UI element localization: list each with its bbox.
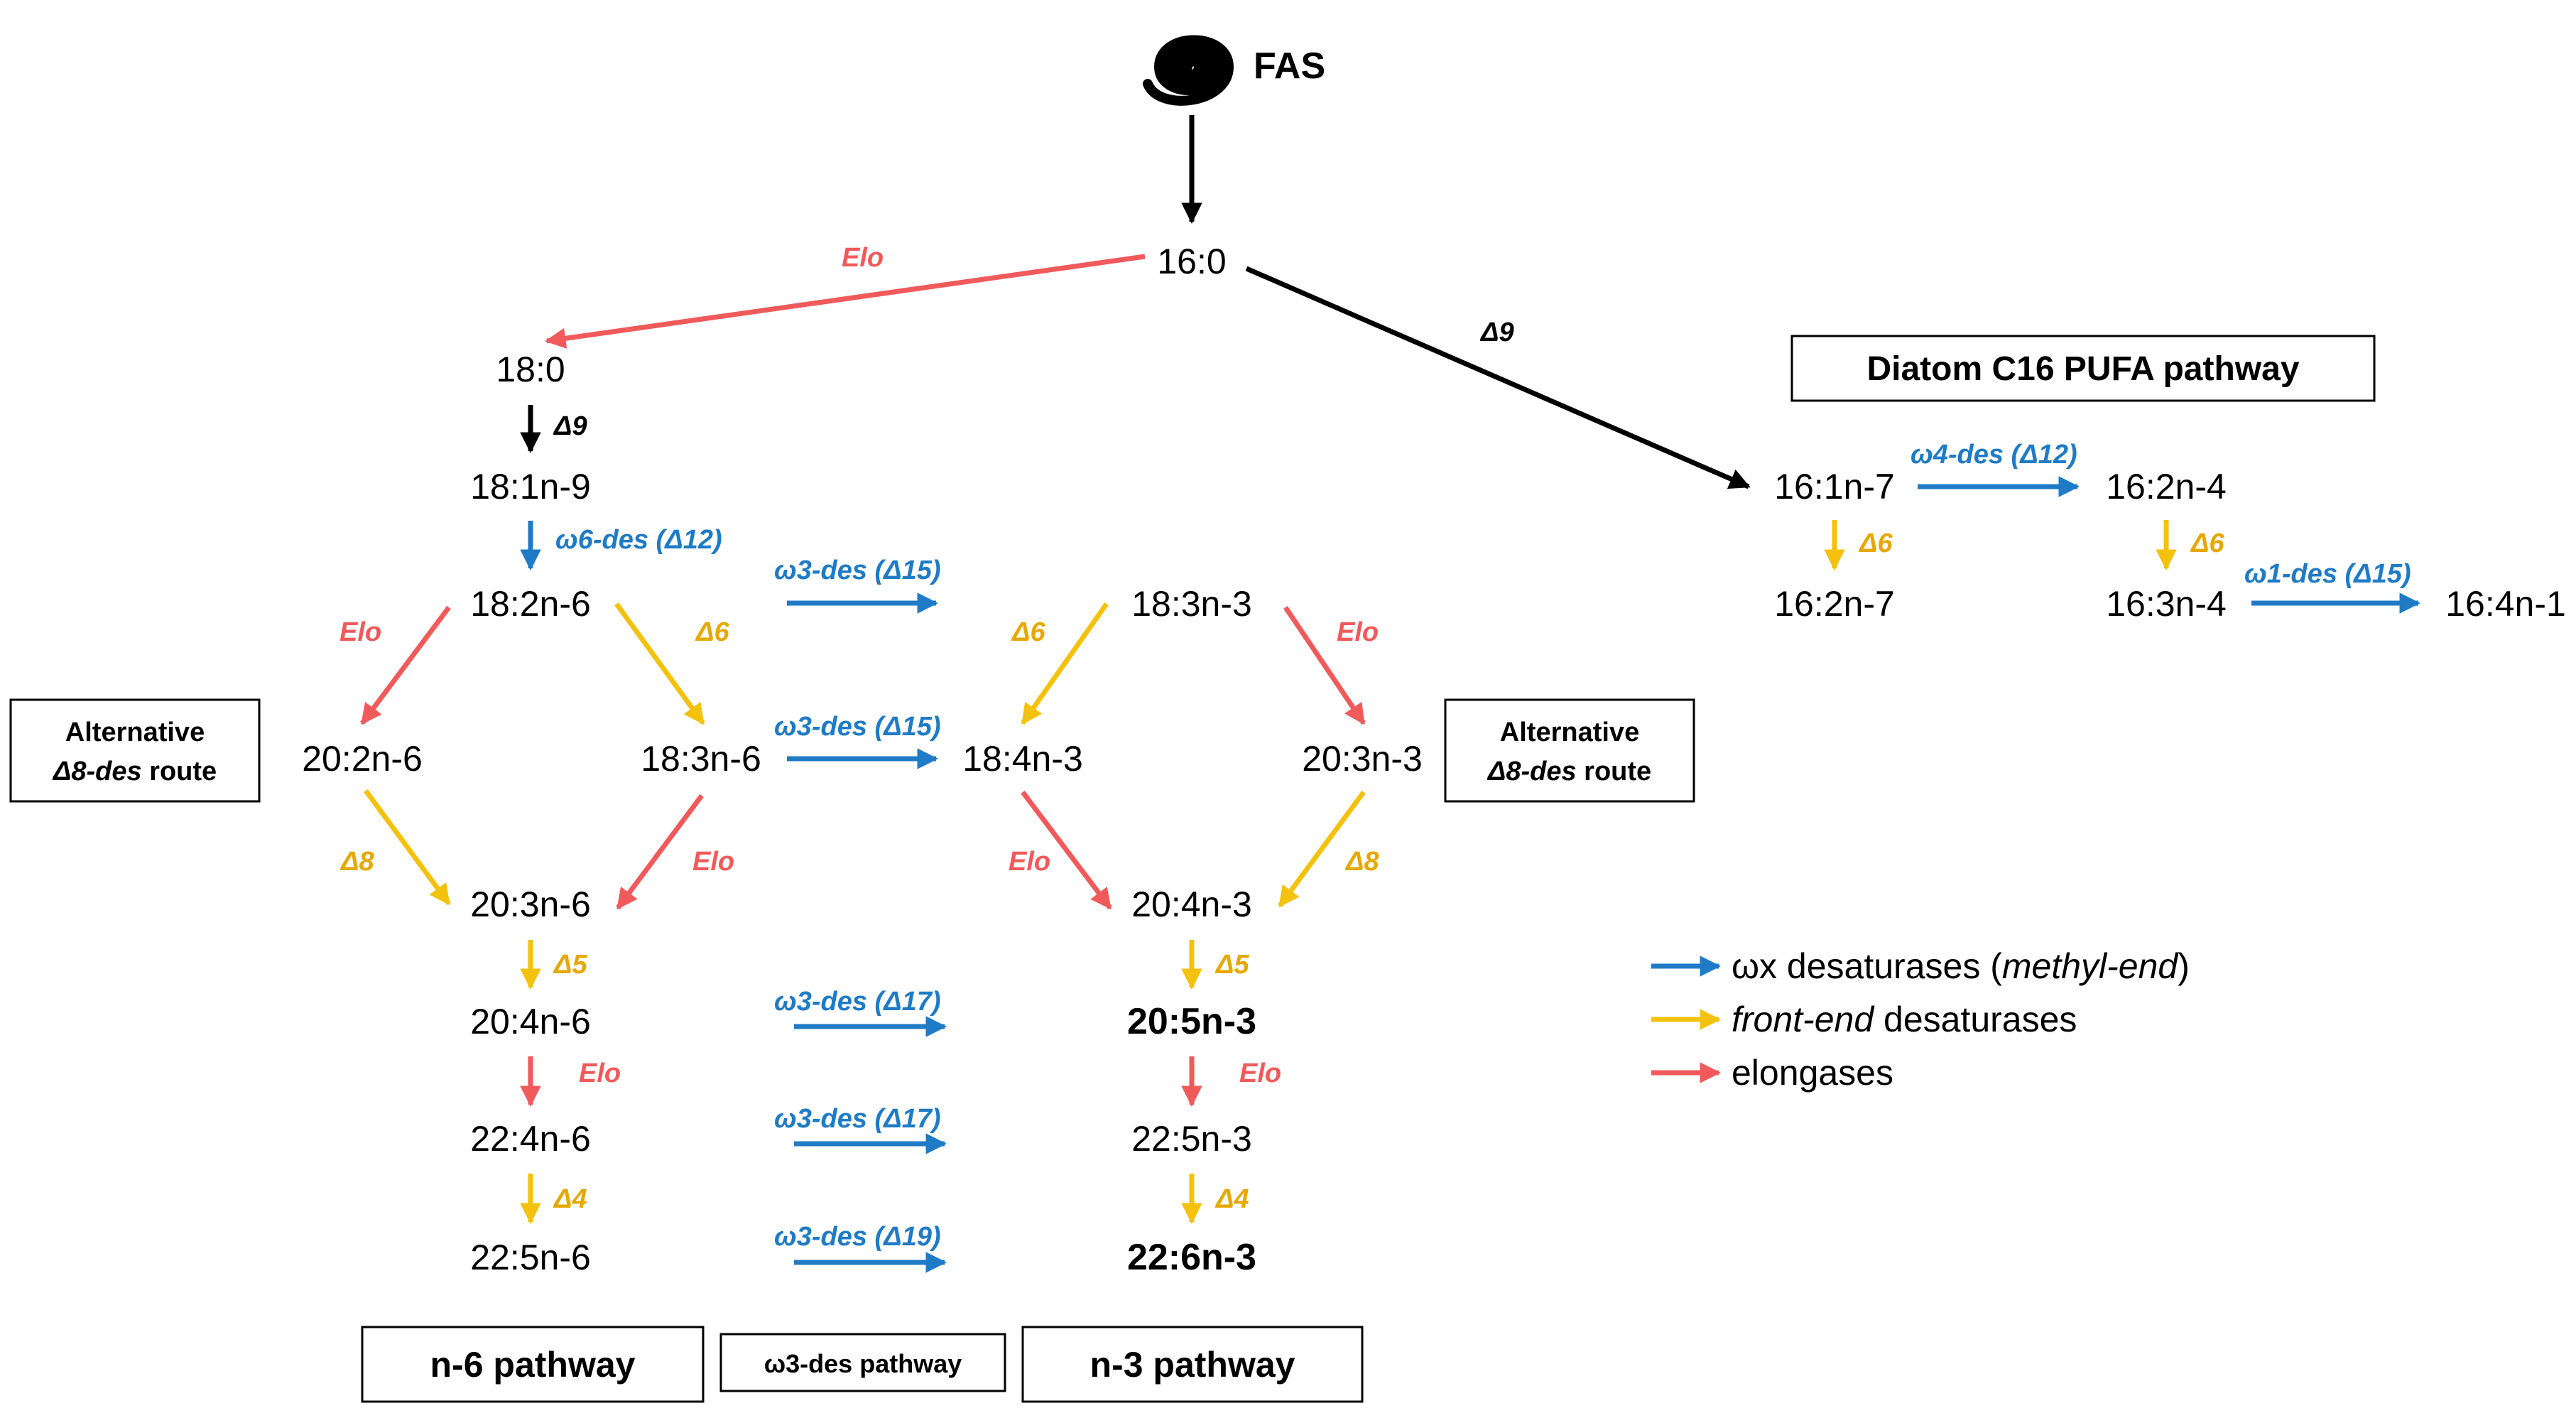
fas-label: FAS xyxy=(1254,45,1325,87)
label-elo-18-4n3: Elo xyxy=(1009,847,1050,877)
label-elo-18-3n3: Elo xyxy=(1337,617,1379,647)
node-18-1n9: 18:1n-9 xyxy=(470,467,591,507)
alt-route-box-left: Alternative Δ8-des route xyxy=(9,698,261,803)
label-w1-d15: ω1-des (Δ15) xyxy=(2244,559,2411,589)
spiral-icon xyxy=(1143,35,1234,106)
node-18-3n3: 18:3n-3 xyxy=(1131,584,1252,624)
label-d9-18-0: Δ9 xyxy=(553,411,587,441)
label-w3-d19: ω3-des (Δ19) xyxy=(774,1222,941,1252)
diatom-box-title: Diatom C16 PUFA pathway xyxy=(1866,350,2299,388)
nodes: 16:0 18:0 18:1n-9 18:2n-6 20:2n-6 18:3n-… xyxy=(302,242,2566,1278)
node-16-2n4: 16:2n-4 xyxy=(2106,467,2227,507)
arrow-20-2n6-to-20-3n6 xyxy=(364,789,451,906)
node-20-3n6: 20:3n-6 xyxy=(470,884,591,924)
n3-pathway-box: n-3 pathway xyxy=(1021,1326,1364,1403)
alt-route-line2: Δ8-des route xyxy=(52,757,217,786)
label-d4-22-5n3: Δ4 xyxy=(1214,1184,1249,1214)
label-w3-d17-a: ω3-des (Δ17) xyxy=(774,987,941,1017)
arrow-18-2n6-to-18-3n6 xyxy=(614,602,705,725)
node-20-3n3: 20:3n-3 xyxy=(1302,739,1423,779)
arrow-18-3n6-to-20-3n6 xyxy=(616,794,704,910)
node-20-5n3: 20:5n-3 xyxy=(1127,1001,1256,1042)
label-d5-20-3n6: Δ5 xyxy=(553,950,588,980)
label-w3-d15-b: ω3-des (Δ15) xyxy=(774,712,941,742)
node-16-3n4: 16:3n-4 xyxy=(2106,584,2227,624)
node-20-2n6: 20:2n-6 xyxy=(302,739,423,779)
n3-pathway-label: n-3 pathway xyxy=(1090,1345,1295,1385)
node-22-5n3: 22:5n-3 xyxy=(1131,1119,1252,1159)
label-elo-16-0: Elo xyxy=(842,243,884,273)
label-w3-d17-b: ω3-des (Δ17) xyxy=(774,1104,941,1134)
arrow-16-0-to-18-0 xyxy=(545,254,1146,349)
node-22-4n6: 22:4n-6 xyxy=(470,1119,591,1159)
label-d5-20-4n3: Δ5 xyxy=(1214,950,1250,980)
node-22-6n3: 22:6n-3 xyxy=(1127,1237,1256,1278)
label-d4-22-4n6: Δ4 xyxy=(553,1184,587,1214)
alt-route-line1: Alternative xyxy=(65,718,205,747)
arrow-18-4n3-to-20-4n3 xyxy=(1021,790,1112,910)
label-elo-18-3n6: Elo xyxy=(692,847,734,877)
label-d6-16-1n7: Δ6 xyxy=(1858,529,1893,558)
alt-route-line1: Alternative xyxy=(1500,718,1639,747)
label-w3-d15-a: ω3-des (Δ15) xyxy=(774,556,941,585)
node-16-2n7: 16:2n-7 xyxy=(1774,584,1895,624)
label-w4-d12: ω4-des (Δ12) xyxy=(1911,440,2077,470)
w3-pathway-label: ω3-des pathway xyxy=(764,1349,962,1378)
label-d6-18-3n3: Δ6 xyxy=(1011,617,1046,647)
label-d8-20-3n3: Δ8 xyxy=(1344,847,1380,877)
legend-elo: elongases xyxy=(1732,1053,1893,1093)
legend-omega: ωx desaturases (methyl-end) xyxy=(1732,946,2190,986)
label-elo-18-2n6: Elo xyxy=(339,617,381,647)
legend: ωx desaturases (methyl-end) front-end de… xyxy=(1651,946,2190,1093)
arrows xyxy=(360,115,2420,1273)
diatom-box: Diatom C16 PUFA pathway xyxy=(1790,335,2376,402)
node-16-0: 16:0 xyxy=(1157,242,1226,281)
label-d8-20-2n6: Δ8 xyxy=(339,847,375,877)
node-18-0: 18:0 xyxy=(496,350,565,389)
legend-front: front-end desaturases xyxy=(1732,1000,2077,1039)
label-d6-18-2n6: Δ6 xyxy=(695,617,730,647)
label-elo-20-5n3: Elo xyxy=(1239,1059,1281,1088)
node-18-4n3: 18:4n-3 xyxy=(962,739,1083,779)
node-22-5n6: 22:5n-6 xyxy=(470,1238,591,1277)
label-d9-16-0: Δ9 xyxy=(1479,318,1514,347)
node-18-3n6: 18:3n-6 xyxy=(641,739,761,779)
arrow-16-0-to-16-1n7 xyxy=(1245,266,1751,489)
alt-route-box-right: Alternative Δ8-des route xyxy=(1444,698,1695,803)
label-w6-d12: ω6-des (Δ12) xyxy=(555,525,722,555)
arrow-20-3n3-to-20-4n3 xyxy=(1278,790,1366,908)
label-d6-16-2n4: Δ6 xyxy=(2190,529,2225,558)
node-18-2n6: 18:2n-6 xyxy=(470,584,591,624)
arrow-18-2n6-to-20-2n6 xyxy=(360,605,451,725)
label-elo-20-4n6: Elo xyxy=(579,1059,621,1088)
n6-pathway-label: n-6 pathway xyxy=(430,1345,636,1385)
node-16-1n7: 16:1n-7 xyxy=(1774,467,1895,507)
n6-pathway-box: n-6 pathway xyxy=(361,1326,705,1403)
node-16-4n1: 16:4n-1 xyxy=(2445,584,2566,624)
arrow-18-3n3-to-18-4n3 xyxy=(1021,602,1109,725)
node-20-4n6: 20:4n-6 xyxy=(470,1002,591,1041)
alt-route-line2: Δ8-des route xyxy=(1487,757,1651,786)
w3-pathway-box: ω3-des pathway xyxy=(719,1333,1006,1392)
arrow-18-3n3-to-20-3n3 xyxy=(1283,606,1366,725)
enzyme-labels: Elo Elo Elo Elo Elo Elo Elo Δ9 Δ9 Δ6 Δ6 … xyxy=(339,243,2411,1252)
node-20-4n3: 20:4n-3 xyxy=(1131,884,1252,924)
